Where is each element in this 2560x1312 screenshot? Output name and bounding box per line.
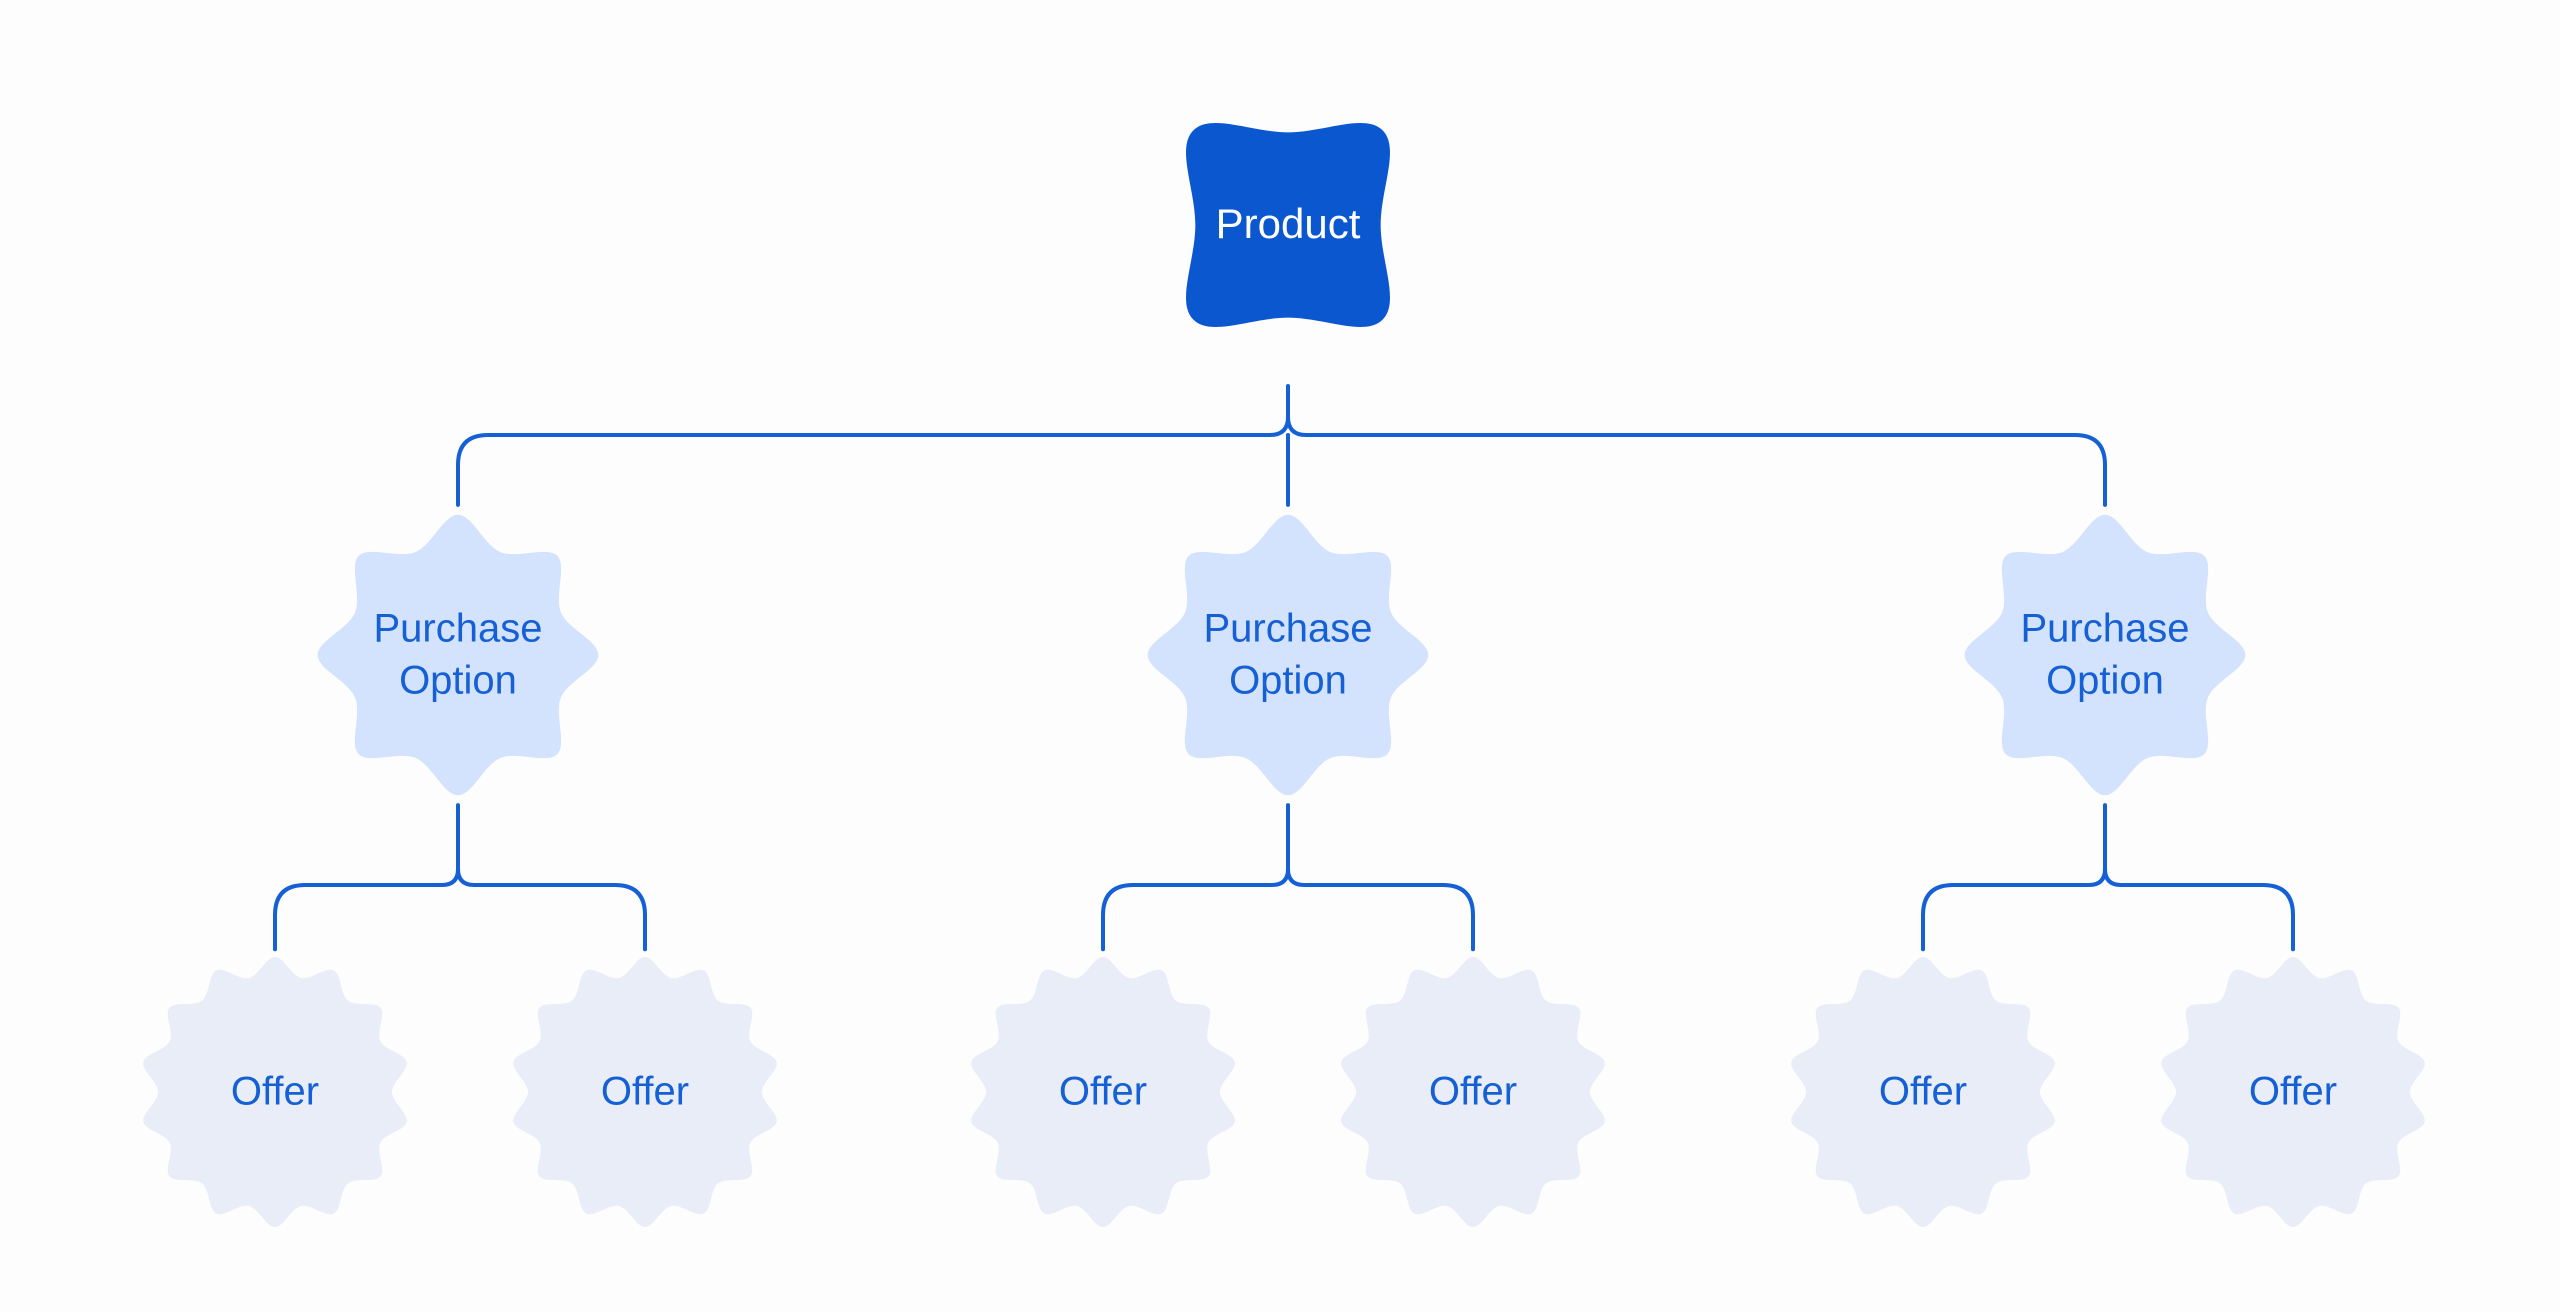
offer-3[interactable]: Offer — [971, 956, 1235, 1228]
connector-layer — [273, 384, 2295, 952]
offer-1[interactable]: Offer — [143, 956, 407, 1228]
purchase-option-flower-shape — [1964, 514, 2246, 796]
purchase-option-3-label: Purchase — [2021, 607, 2190, 651]
offer-5[interactable]: Offer — [1791, 956, 2055, 1228]
offer-scallop-shape — [513, 956, 777, 1228]
purchase-option-3-label: Option — [2046, 659, 2164, 703]
connector-root-branch-3 — [1286, 415, 2107, 467]
offer-scallop-shape — [2161, 956, 2425, 1228]
offer-1-label: Offer — [231, 1070, 319, 1114]
offer-2-label: Offer — [601, 1070, 689, 1114]
purchase-option-1-label: Purchase — [374, 607, 543, 651]
product-squircle-shape — [1186, 123, 1390, 327]
offer-scallop-shape — [1341, 956, 1605, 1228]
purchase-option-flower-shape — [317, 514, 599, 796]
purchase-option-2-label: Option — [1229, 659, 1347, 703]
connector-purchase-option-1-branch-3 — [456, 867, 647, 917]
purchase-option-1-label: Option — [399, 659, 517, 703]
connector-purchase-option-2-branch-3 — [1286, 867, 1475, 917]
connector-purchase-option-2-branch-2 — [1101, 867, 1290, 917]
offer-4[interactable]: Offer — [1341, 956, 1605, 1228]
offer-5-label: Offer — [1879, 1070, 1967, 1114]
connector-root-branch-2 — [456, 415, 1290, 467]
purchase-option-flower-shape — [1147, 514, 1429, 796]
offer-2[interactable]: Offer — [513, 956, 777, 1228]
product-root-label: Product — [1216, 200, 1361, 247]
offer-6[interactable]: Offer — [2161, 956, 2425, 1228]
purchase-option-2-label: Purchase — [1204, 607, 1373, 651]
product-root[interactable]: Product — [1186, 123, 1390, 327]
connector-purchase-option-1-branch-2 — [273, 867, 460, 917]
offer-scallop-shape — [143, 956, 407, 1228]
connector-purchase-option-3-branch-3 — [2103, 867, 2295, 917]
offer-scallop-shape — [971, 956, 1235, 1228]
offer-scallop-shape — [1791, 956, 2055, 1228]
offer-3-label: Offer — [1059, 1070, 1147, 1114]
node-layer: Offer Offer Offer Offer Offer Offer PurchaseOp… — [143, 123, 2425, 1228]
connector-purchase-option-3-branch-2 — [1921, 867, 2107, 917]
offer-6-label: Offer — [2249, 1070, 2337, 1114]
offer-4-label: Offer — [1429, 1070, 1517, 1114]
